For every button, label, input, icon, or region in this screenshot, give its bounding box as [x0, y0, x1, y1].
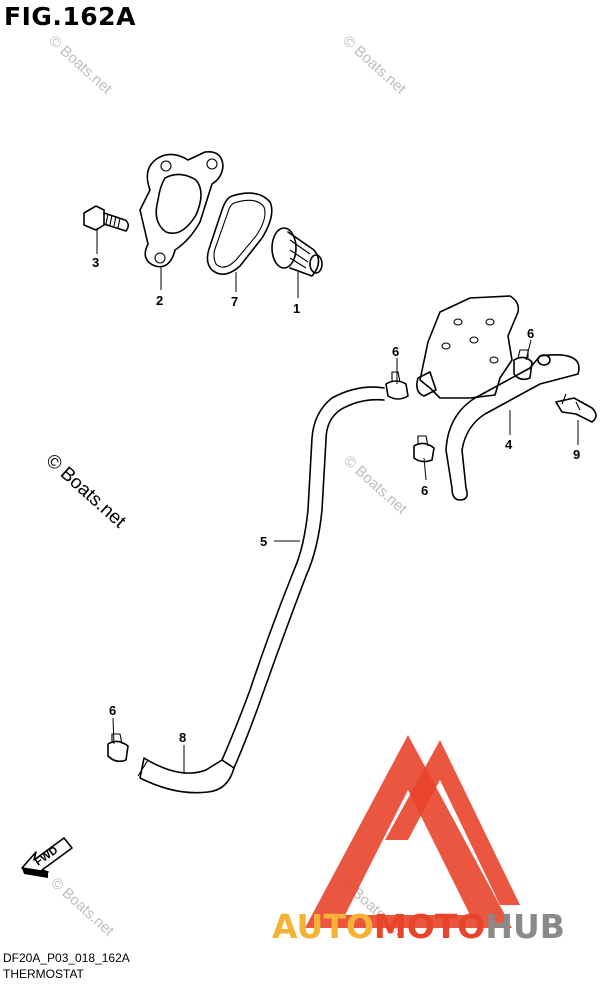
callout-7: 7 [231, 294, 238, 309]
figure-caption: THERMOSTAT [3, 967, 84, 981]
watermark: © Boats.net [47, 874, 117, 940]
watermark: © Boats.net [340, 452, 410, 518]
long-hose-part-5 [221, 386, 385, 769]
automotohub-logo: AUTOMOTOHUB [272, 735, 565, 946]
bolt-part-3 [83, 205, 130, 232]
leader-lines [96, 228, 579, 774]
callout-6: 6 [392, 344, 399, 359]
figure-title: FIG.162A [4, 2, 136, 31]
hose-bracket-part-4 [416, 295, 580, 501]
drawing-code: DF20A_P03_018_162A [3, 951, 130, 965]
callout-1: 1 [293, 301, 300, 316]
callout-9: 9 [573, 447, 580, 462]
callout-6: 6 [109, 703, 116, 718]
logo-triangle [305, 735, 512, 928]
callout-3: 3 [92, 255, 99, 270]
callout-6: 6 [421, 483, 428, 498]
thermostat-part-1 [271, 227, 323, 277]
hose-clamp-part-6 [385, 371, 409, 400]
hose-clamp-part-6 [413, 435, 435, 463]
clip-part-9 [555, 393, 597, 423]
fwd-arrow-icon: FWD [21, 837, 73, 878]
watermarks: © Boats.net © Boats.net © Boats.net © Bo… [42, 32, 411, 940]
callout-4: 4 [505, 437, 513, 452]
thermostat-cover-part-2 [139, 150, 224, 268]
svg-text:AUTOMOTOHUB: AUTOMOTOHUB [272, 907, 565, 946]
callout-2: 2 [156, 293, 163, 308]
callout-5: 5 [260, 534, 267, 549]
elbow-hose-part-8 [137, 757, 235, 794]
callout-6: 6 [527, 326, 534, 341]
callout-numbers: 1 2 3 7 6 6 6 6 4 9 5 8 [92, 255, 580, 745]
watermark: © Boats.net [45, 32, 115, 98]
logo-text-auto: AUTO [272, 907, 374, 946]
logo-text-moto: MOTO [374, 907, 485, 946]
logo-text-hub: HUB [485, 907, 565, 946]
watermark-large: © Boats.net [42, 450, 131, 533]
watermark: © Boats.net [339, 32, 409, 98]
logo-triangle-inner [385, 740, 520, 905]
gasket-part-7 [206, 192, 273, 275]
callout-8: 8 [179, 730, 186, 745]
hose-clamp-part-6 [107, 733, 129, 763]
